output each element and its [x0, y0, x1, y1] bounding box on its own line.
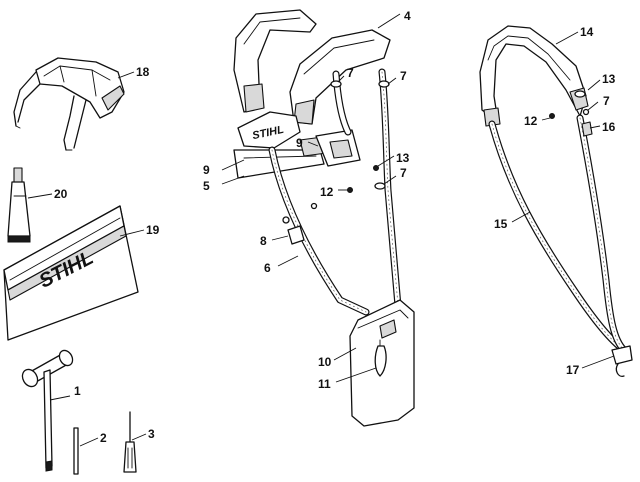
callout-13a: 13 [396, 151, 410, 165]
callout-11: 11 [318, 377, 331, 391]
callout-17: 17 [566, 363, 580, 377]
harness-yoke-part-4: STIHL [233, 9, 391, 179]
callout-7b: 7 [400, 69, 407, 83]
callout-10: 10 [318, 355, 332, 369]
callout-1: 1 [74, 384, 81, 398]
callout-18: 18 [136, 65, 150, 79]
safety-glasses-part-18 [13, 57, 125, 151]
callout-3: 3 [148, 427, 155, 441]
callout-7c: 7 [400, 166, 407, 180]
callout-7d: 7 [603, 94, 610, 108]
callout-14: 14 [580, 25, 594, 39]
pin-part-2 [73, 427, 79, 475]
callout-20: 20 [54, 187, 68, 201]
combination-wrench-part-1 [21, 349, 74, 472]
strap-hook-part-17 [611, 345, 633, 377]
callout-16: 16 [602, 120, 616, 134]
callout-12a: 12 [320, 185, 334, 199]
callout-9b: 9 [296, 136, 303, 150]
callout-19: 19 [146, 223, 160, 237]
callout-6: 6 [264, 261, 271, 275]
callout-9a: 9 [203, 163, 210, 177]
screwdriver-part-3 [123, 411, 137, 473]
callout-labels: 1 2 3 4 5 6 7 7 7 7 8 9 9 10 11 12 12 13… [54, 9, 616, 445]
callout-8: 8 [260, 234, 267, 248]
strap-fasteners [549, 90, 593, 137]
leader-lines [27, 13, 615, 447]
strap-part-15 [488, 114, 628, 354]
shoulder-pad-part-14 [479, 25, 589, 127]
harness-straps-part-6 [268, 68, 402, 316]
callout-7a: 7 [347, 66, 354, 80]
callout-2: 2 [100, 431, 107, 445]
harness-fasteners [310, 80, 390, 210]
callout-4: 4 [404, 9, 411, 23]
callout-13b: 13 [602, 72, 616, 86]
callout-5: 5 [203, 179, 210, 193]
carabiner-part-11 [374, 339, 387, 377]
tool-pouch-part-19: STIHL [3, 205, 139, 341]
hip-pad-part-10 [349, 299, 415, 427]
grease-tube-part-20 [7, 167, 31, 243]
callout-12b: 12 [524, 114, 538, 128]
callout-15: 15 [494, 217, 508, 231]
